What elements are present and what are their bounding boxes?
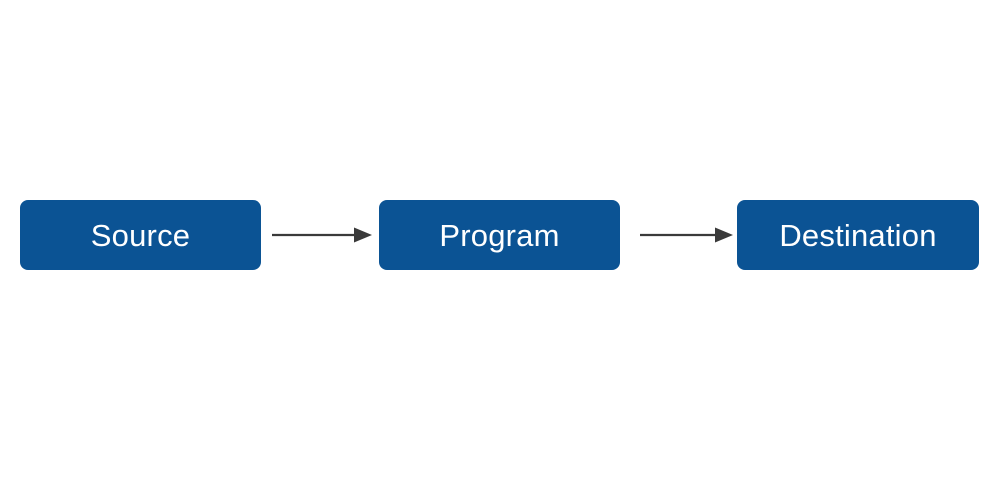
- flow-node-destination-label: Destination: [779, 217, 937, 253]
- arrow-head-icon: [354, 227, 372, 243]
- flow-node-program[interactable]: Program: [379, 200, 620, 270]
- arrow-head-icon: [715, 227, 733, 243]
- flow-node-source-label: Source: [90, 217, 191, 253]
- flow-node-destination[interactable]: Destination: [737, 200, 979, 270]
- flow-node-program-label: Program: [439, 217, 560, 253]
- arrow-source-to-program: [268, 222, 378, 248]
- flow-node-source[interactable]: Source: [20, 200, 261, 270]
- arrow-program-to-destination: [636, 222, 738, 248]
